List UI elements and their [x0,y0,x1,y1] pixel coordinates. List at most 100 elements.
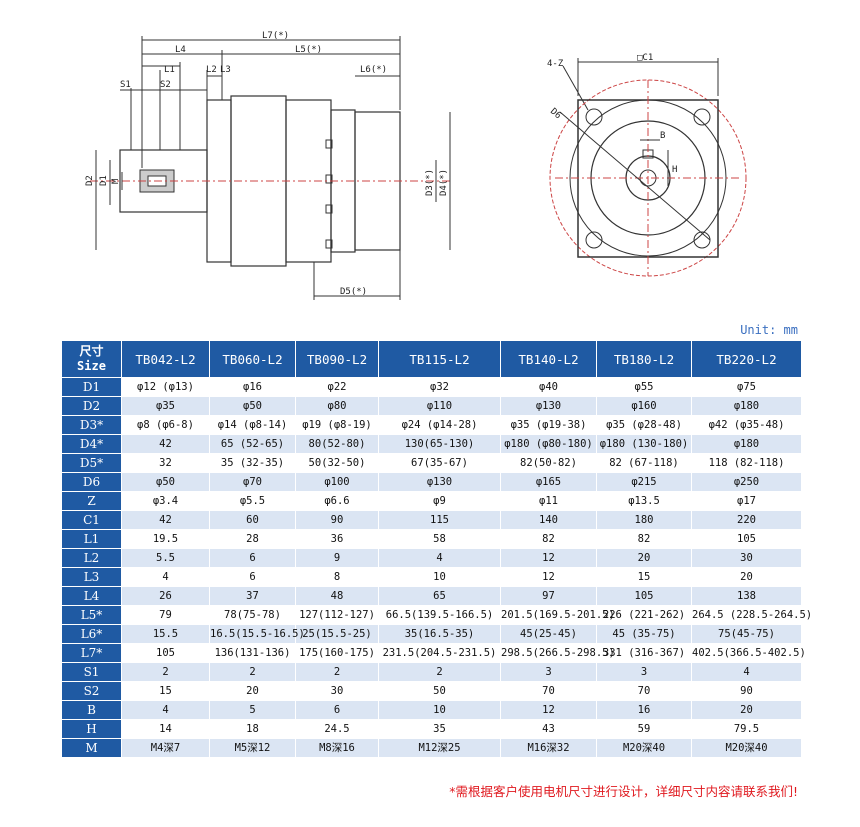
row-label: D2 [61,396,122,416]
table-cell: 82 (67-118) [596,453,692,473]
table-cell: 45 (35-75) [596,624,692,644]
table-cell: 10 [378,567,501,587]
table-cell: φ100 [295,472,379,492]
table-cell: φ75 [691,377,802,397]
table-cell: 3 [500,662,597,682]
table-cell: φ5.5 [209,491,296,511]
label-d2: D2 [85,175,95,186]
table-cell: 75(45-75) [691,624,802,644]
row-label: D4* [61,434,122,454]
row-label: D5* [61,453,122,473]
row-label: C1 [61,510,122,530]
table-cell: 30 [295,681,379,701]
table-cell: 140 [500,510,597,530]
table-cell: 180 [596,510,692,530]
table-cell: 60 [209,510,296,530]
table-cell: φ215 [596,472,692,492]
row-label: L1 [61,529,122,549]
table-cell: 90 [295,510,379,530]
table-cell: φ55 [596,377,692,397]
table-cell: φ24 (φ14-28) [378,415,501,435]
row-label: D6 [61,472,122,492]
table-cell: 20 [691,700,802,720]
table-cell: 18 [209,719,296,739]
model-header: TB060-L2 [209,340,296,378]
table-cell: φ14 (φ8-14) [209,415,296,435]
table-row: D3*φ8 (φ6-8)φ14 (φ8-14)φ19 (φ8-19)φ24 (φ… [61,415,802,435]
model-header: TB115-L2 [378,340,501,378]
table-cell: φ180 (φ80-180) [500,434,597,454]
model-header: TB042-L2 [121,340,210,378]
table-cell: 32 [121,453,210,473]
size-header: 尺寸 Size [61,340,122,378]
label-d5: D5(*) [340,287,367,297]
front-view-drawing [549,58,747,277]
row-label: B [61,700,122,720]
table-cell: 105 [121,643,210,663]
table-cell: 20 [691,567,802,587]
table-cell: 220 [691,510,802,530]
table-cell: 35 (32-35) [209,453,296,473]
table-cell: φ130 [500,396,597,416]
side-view-labels: L7(*) L4 L5(*) L1 L2 L3 L6(*) S1 S2 D2 D… [85,31,449,297]
table-cell: φ42 (φ35-48) [691,415,802,435]
row-label: L6* [61,624,122,644]
table-cell: 24.5 [295,719,379,739]
model-header: TB140-L2 [500,340,597,378]
table-cell: 3 [596,662,692,682]
label-d6: D6 [548,107,563,122]
label-l5: L5(*) [295,45,322,55]
row-label: S1 [61,662,122,682]
table-cell: M8深16 [295,738,379,758]
table-cell: 42 [121,510,210,530]
table-cell: φ180 [691,396,802,416]
table-cell: φ8 (φ6-8) [121,415,210,435]
table-cell: φ35 (φ28-48) [596,415,692,435]
table-cell: M5深12 [209,738,296,758]
label-d3: D3(*) [425,169,435,196]
table-cell: 127(112-127) [295,605,379,625]
table-cell: 136(131-136) [209,643,296,663]
table-cell: 42 [121,434,210,454]
table-cell: φ50 [121,472,210,492]
table-cell: 402.5(366.5-402.5) [691,643,806,663]
table-cell: φ110 [378,396,501,416]
label-l4: L4 [175,45,186,55]
unit-label: Unit: mm [740,323,798,337]
table-header-row: 尺寸 Size TB042-L2 TB060-L2 TB090-L2 TB115… [61,340,802,378]
table-cell: 28 [209,529,296,549]
table-cell: 175(160-175) [295,643,379,663]
technical-drawing: L7(*) L4 L5(*) L1 L2 L3 L6(*) S1 S2 D2 D… [85,31,747,300]
table-cell: 80(52-80) [295,434,379,454]
model-header: TB090-L2 [295,340,379,378]
table-cell: φ50 [209,396,296,416]
table-cell: 59 [596,719,692,739]
table-cell: 2 [378,662,501,682]
table-cell: φ180 (130-180) [596,434,692,454]
table-cell: 70 [596,681,692,701]
row-label: Z [61,491,122,511]
table-cell: φ3.4 [121,491,210,511]
row-label: M [61,738,122,758]
table-cell: 50 [378,681,501,701]
table-cell: φ16 [209,377,296,397]
table-cell: φ180 [691,434,802,454]
table-cell: 58 [378,529,501,549]
table-cell: 14 [121,719,210,739]
table-cell: φ12 (φ13) [121,377,210,397]
table-cell: 30 [691,548,802,568]
table-cell: 79.5 [691,719,802,739]
table-cell: φ160 [596,396,692,416]
table-cell: 6 [209,548,296,568]
model-header: TB180-L2 [596,340,692,378]
table-cell: 12 [500,700,597,720]
